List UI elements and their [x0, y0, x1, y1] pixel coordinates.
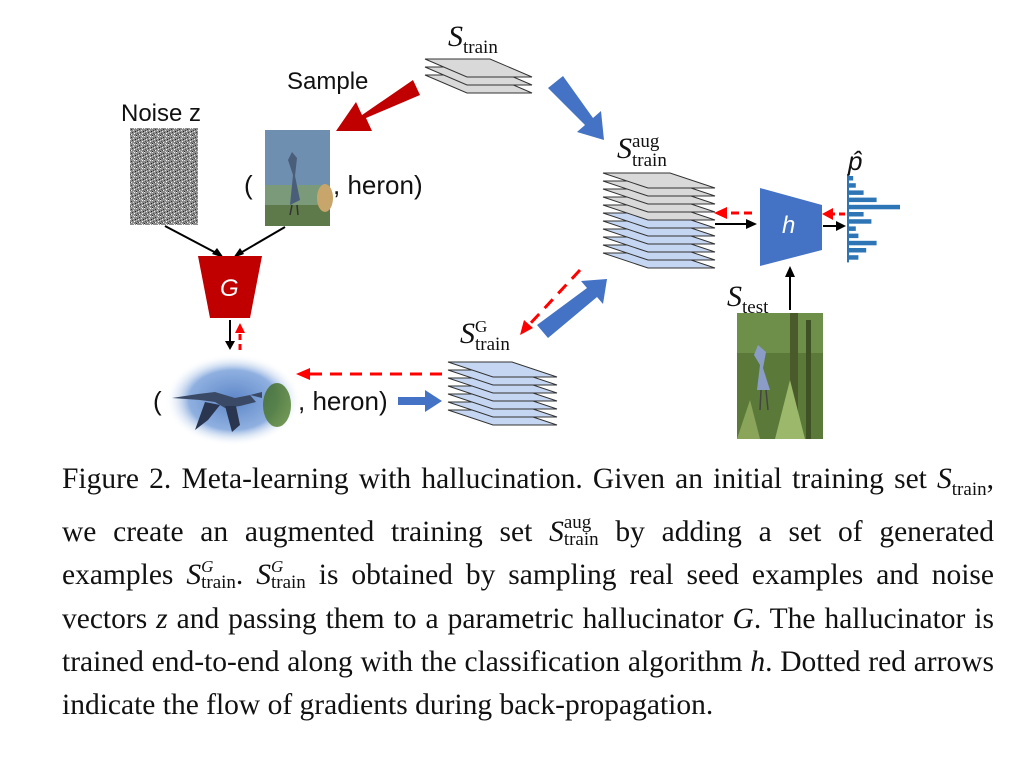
figure-caption: Figure 2. Meta-learning with hallucinati… — [62, 463, 995, 721]
heron-label-1: , heron) — [333, 170, 423, 200]
classifier-block — [760, 188, 822, 266]
histogram-bar — [848, 226, 856, 231]
histogram-bar — [848, 233, 859, 239]
noise-image — [130, 128, 198, 225]
sample-label: Sample — [287, 68, 369, 95]
histogram-bar — [848, 176, 854, 181]
s-train-stack — [424, 58, 533, 94]
p-hat-histogram — [847, 174, 900, 263]
generator-block — [198, 256, 262, 318]
open-paren-2: ( — [153, 386, 162, 416]
s-test-label: Stest — [727, 280, 769, 318]
arrowhead-heron-g — [233, 248, 244, 258]
heron-test-photo — [737, 313, 823, 439]
open-paren-1: ( — [244, 170, 253, 200]
generated-heron-image — [165, 354, 301, 446]
s-train-g-stack — [447, 361, 558, 426]
gradient-arrow-output-to-h — [822, 208, 845, 220]
arrow-sg-to-saug — [537, 279, 607, 338]
histogram-bar — [848, 255, 859, 260]
histogram-bar — [848, 204, 900, 210]
noise-label: Noise z — [121, 100, 201, 128]
diagram-canvas — [130, 58, 900, 446]
g-gradient-arrow — [235, 323, 245, 350]
caption-part1: Meta-learning with hallucination. Given … — [181, 463, 938, 495]
arrow-h-to-output — [823, 221, 846, 231]
gradient-arrow-sg-to-image — [296, 368, 442, 380]
heron-label-2: , heron) — [298, 386, 388, 416]
arrow-strain-to-saug — [548, 76, 604, 140]
histogram-bar — [848, 183, 856, 188]
histogram-bar — [848, 197, 877, 203]
histogram-bar — [848, 240, 877, 246]
histogram-bar — [848, 219, 872, 224]
lines-into-generator — [164, 225, 286, 256]
heron-seed-photo — [265, 130, 333, 226]
s-train-aug-stack — [602, 172, 716, 269]
classifier-label: h — [782, 212, 796, 239]
sample-arrow — [336, 80, 420, 131]
generator-label: G — [220, 275, 239, 302]
gradient-arrow-saug-to-sg — [520, 268, 582, 335]
arrow-stest-to-h — [785, 266, 795, 310]
histogram-bar — [848, 212, 864, 217]
arrow-image-to-sg — [398, 390, 442, 412]
s-train-label: Strain — [448, 20, 498, 58]
noise-label-text: Noise z — [121, 100, 202, 127]
arrow-saug-to-h — [715, 219, 757, 229]
histogram-bar — [848, 190, 864, 195]
gradient-arrow-h-to-saug — [714, 207, 752, 219]
caption-figure-label: Figure 2. — [62, 463, 172, 495]
p-hat-label: p̂ — [848, 146, 863, 176]
histogram-bar — [848, 248, 867, 253]
arrowhead-noise-g — [212, 248, 224, 258]
g-output-arrow — [225, 320, 235, 350]
